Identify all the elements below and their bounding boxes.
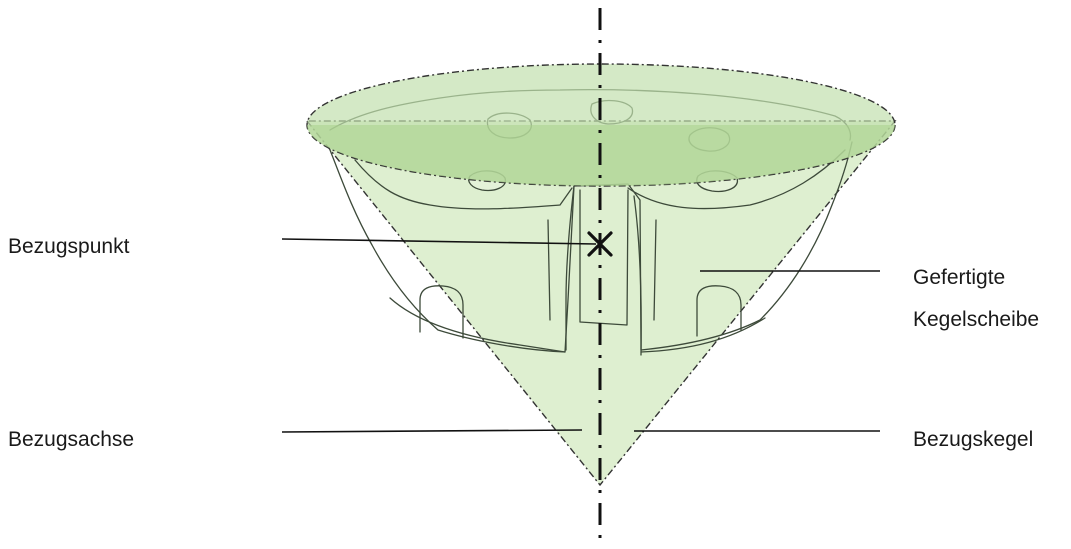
- label-produced-disc-line1: Gefertigte: [913, 266, 1005, 289]
- label-produced-disc-line2: Kegelscheibe: [913, 308, 1039, 331]
- reference-cone: [305, 120, 897, 487]
- label-reference-point: Bezugspunkt: [8, 235, 130, 258]
- label-reference-cone: Bezugskegel: [913, 428, 1033, 451]
- reference-point-marker: [587, 231, 613, 257]
- leader-reference-point: [281, 238, 597, 245]
- label-reference-axis: Bezugsachse: [8, 428, 134, 451]
- leader-reference-axis: [281, 429, 583, 433]
